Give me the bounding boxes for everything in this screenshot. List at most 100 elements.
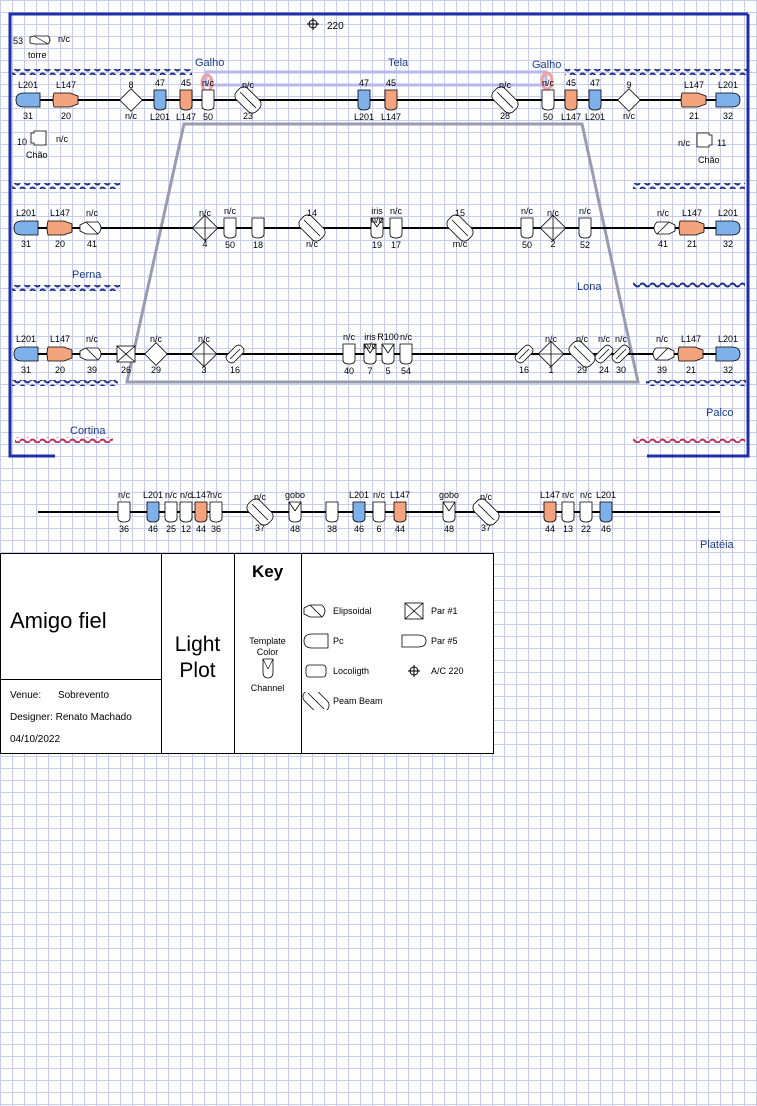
fixture-channel: 46 (601, 524, 611, 534)
pc-fixture-icon (715, 220, 741, 236)
fixture[interactable]: n/c41 (653, 208, 676, 249)
fixture[interactable]: n/c50 (520, 206, 534, 250)
beam-fixture-icon (611, 344, 631, 364)
key-item: Locoligth (301, 662, 369, 680)
fixture[interactable]: n/c36 (117, 490, 131, 534)
fixture[interactable]: 26 (116, 345, 136, 375)
fixture[interactable]: n/c54 (399, 332, 413, 376)
fixture[interactable]: n/c6 (372, 490, 386, 534)
fixture[interactable]: n/c22 (579, 490, 593, 534)
fixture[interactable]: n/c40 (342, 332, 356, 376)
fixture-top-label: L201 (349, 490, 369, 500)
fixture[interactable]: L201 46 (596, 490, 616, 534)
fixture[interactable]: n/c24 (593, 334, 614, 375)
fixture[interactable]: 16 (513, 343, 534, 375)
fixture[interactable]: n/c37 (244, 492, 275, 533)
fixture[interactable]: n/c17 (389, 206, 403, 250)
fixture-channel: 44 (196, 524, 206, 534)
fixture[interactable]: n/c39 (79, 334, 102, 375)
fixture[interactable]: n/c28 (489, 80, 520, 121)
fixture[interactable]: 15m/c (444, 208, 475, 249)
label-palco: Palco (706, 407, 734, 419)
fixture[interactable]: n/c3 (190, 334, 218, 375)
fixture[interactable]: n/c36 (209, 490, 223, 534)
fixture-channel: n/c (306, 239, 319, 249)
label-lona: Lona (577, 281, 602, 293)
drape-cortina-left (15, 437, 113, 443)
fixture[interactable]: n/c41 (79, 208, 102, 249)
key-item-label: Pc (333, 636, 344, 646)
fixture-channel: 44 (545, 524, 555, 534)
key-sample-color: Color (256, 647, 279, 657)
fixture-channel: 28 (500, 111, 510, 121)
fixture[interactable]: 38 (325, 501, 339, 534)
fixture[interactable]: n/c2 (539, 208, 567, 249)
fixture[interactable]: n/c37 (470, 492, 501, 533)
fixture-top-label: L201 (596, 490, 616, 500)
fixture[interactable]: 14n/c (296, 208, 327, 249)
drape-top-right (565, 69, 747, 75)
fixture[interactable]: n/c29 (566, 334, 597, 375)
fixture[interactable]: n/c4 (191, 208, 219, 249)
fixture[interactable]: n/c52 (578, 206, 592, 250)
fixture[interactable]: n/c50 (201, 78, 215, 122)
designer-row: Designer: Renato Machado (10, 712, 132, 723)
fixture[interactable]: n/c25 (164, 490, 178, 534)
fixture[interactable]: n/c1 (537, 334, 565, 375)
pc-fixture-icon (389, 217, 403, 239)
fixture[interactable]: n/c12 (179, 490, 193, 534)
fixture[interactable]: n/c29 (144, 334, 168, 375)
pc-fixture-icon (599, 501, 613, 523)
fixture[interactable]: 8n/c (119, 80, 143, 121)
key-sample-template: Template (249, 636, 286, 646)
par1-fixture-icon (191, 214, 219, 242)
fixture[interactable]: n/c23 (232, 80, 263, 121)
fixture[interactable]: n/c50 (223, 206, 237, 250)
par5-fixture-icon (678, 220, 705, 236)
fixture-top-label: n/c (579, 206, 592, 216)
fixture-top-label: L201 (718, 80, 738, 90)
fixture[interactable]: n/c30 (610, 334, 631, 375)
beam-fixture-icon (491, 86, 519, 114)
fixture[interactable]: 9n/c (617, 80, 641, 121)
fixture-channel: L201 (150, 112, 170, 122)
fixture[interactable]: 18 (251, 217, 265, 250)
fixture[interactable]: n/c39 (652, 334, 675, 375)
fixture[interactable]: 16 (224, 343, 245, 375)
label-galho-right: Galho (532, 59, 561, 71)
fixture-channel: 20 (55, 239, 65, 249)
pc-fixture-icon (579, 501, 593, 523)
fixture[interactable]: n/c50 (541, 78, 555, 122)
fixture-top-label: L201 (143, 490, 163, 500)
fixture[interactable]: n/c13 (561, 490, 575, 534)
